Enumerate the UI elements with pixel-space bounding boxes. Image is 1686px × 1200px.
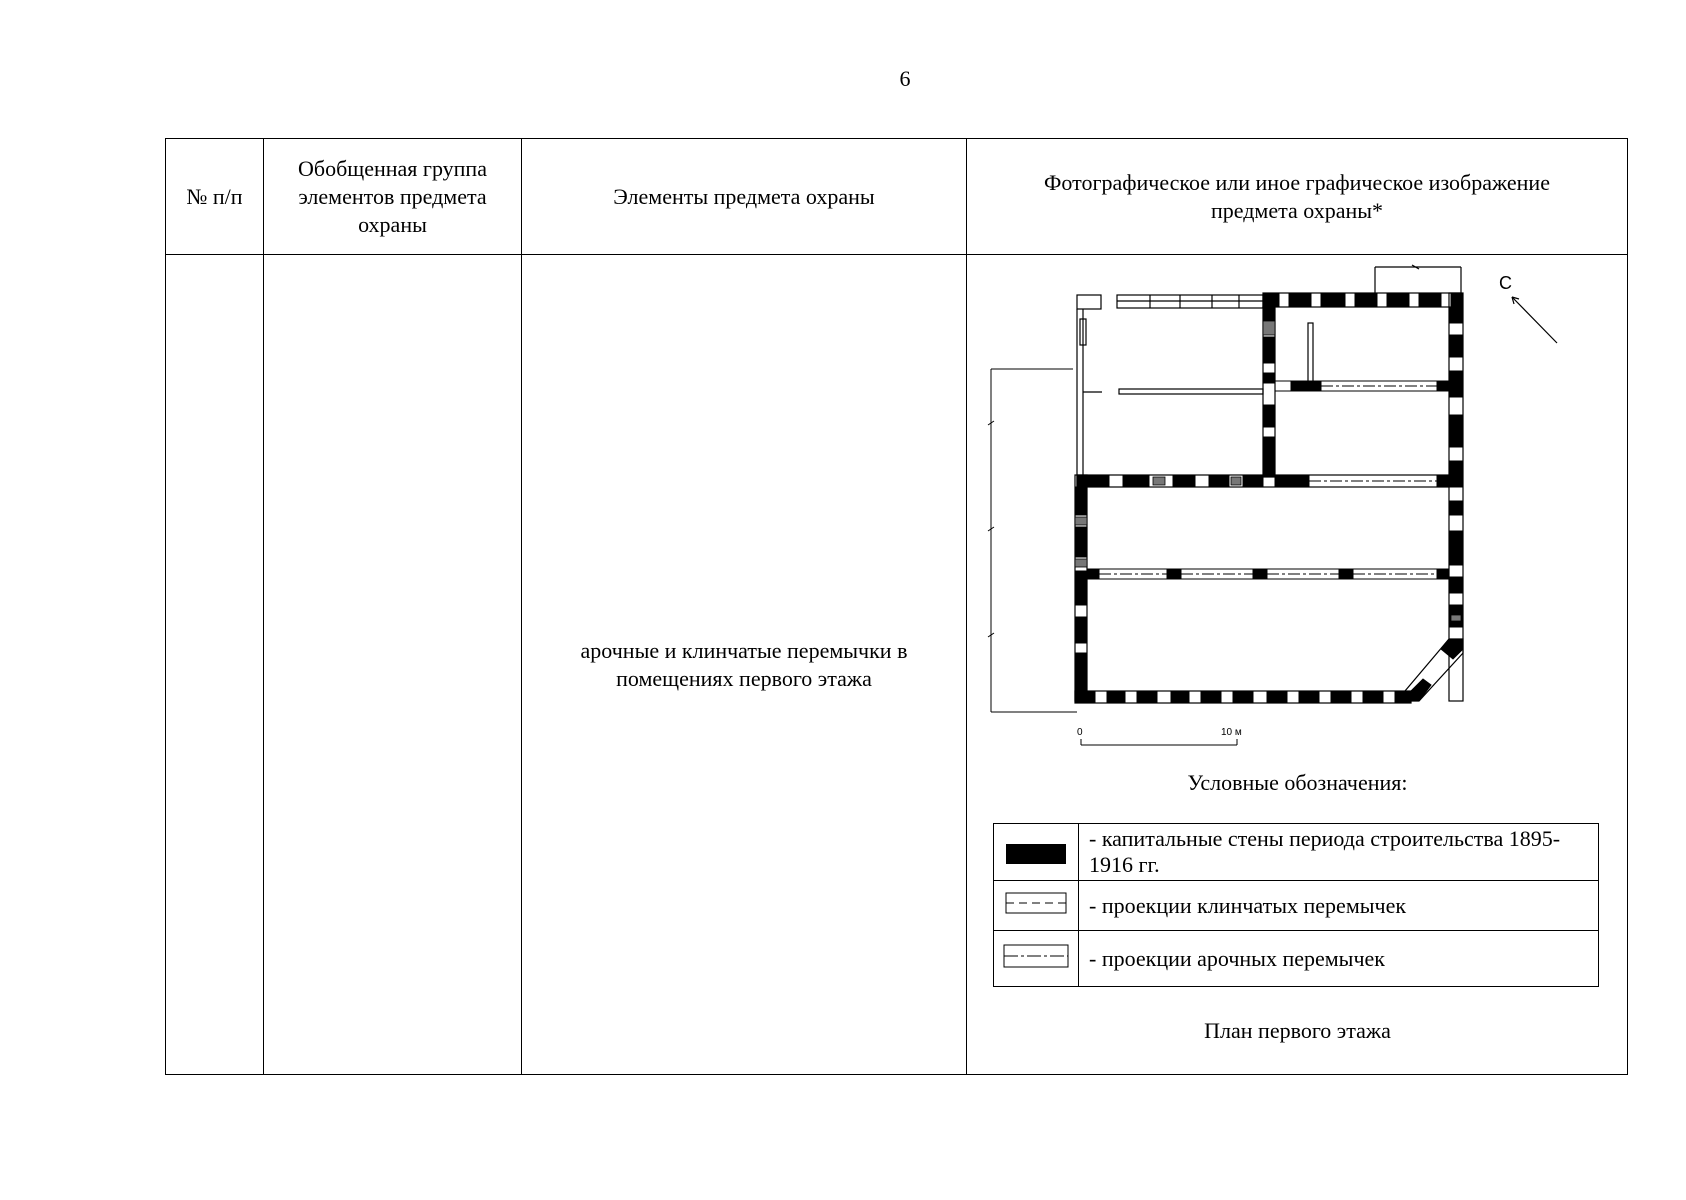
scale-start-label: 0 [1077, 727, 1083, 738]
elements-text: арочные и клинчатые перемычки в помещени… [580, 637, 908, 691]
legend-row: - капитальные стены периода строительств… [993, 823, 1599, 881]
scale-bar [1080, 739, 1238, 746]
header-group: Обобщенная группа элементов предмета охр… [263, 138, 522, 255]
plan-caption: План первого этажа [1204, 1018, 1391, 1043]
legend-text: - капитальные стены периода строительств… [1078, 823, 1599, 881]
legend-text: - проекции арочных перемычек [1078, 930, 1599, 987]
header-image: Фотографическое или иное графическое изо… [966, 138, 1628, 255]
header-elements: Элементы предмета охраны [521, 138, 967, 255]
hatched-fragments [1074, 320, 1462, 622]
capital-walls [1074, 292, 1464, 704]
scale-end-label: 10 м [1221, 727, 1242, 738]
cell-image: С [966, 254, 1628, 1075]
protection-subject-table: № п/п Обобщенная группа элементов предме… [165, 138, 1628, 1075]
legend-symbol-cell [993, 823, 1079, 881]
table-row: арочные и клинчатые перемычки в помещени… [165, 254, 1628, 1075]
page-number: 6 [899, 66, 911, 91]
legend-row: - проекции арочных перемычек [993, 930, 1599, 987]
north-arrow [1511, 296, 1558, 344]
floor-plan-figure: С [967, 255, 1628, 1075]
cell-group [263, 254, 522, 1075]
cell-number [165, 254, 264, 1075]
solid-wall-icon [1006, 843, 1066, 864]
floor-plan-drawing: С [987, 264, 1558, 746]
table-header-row: № п/п Обобщенная группа элементов предме… [165, 138, 1628, 255]
legend-symbol-cell [993, 880, 1079, 931]
header-number: № п/п [165, 138, 264, 255]
dashdot-lintel-icon [1003, 944, 1069, 967]
dimension-line-left [987, 368, 1077, 713]
dashed-lintel-icon [1005, 892, 1067, 913]
lintel-projections [1099, 385, 1437, 575]
legend-row: - проекции клинчатых перемычек [993, 880, 1599, 931]
legend-symbol-cell [993, 930, 1079, 987]
cell-elements: арочные и клинчатые перемычки в помещени… [521, 254, 967, 1075]
legend-text: - проекции клинчатых перемычек [1078, 880, 1599, 931]
north-label: С [1499, 273, 1512, 293]
legend-title: Условные обозначения: [1187, 770, 1408, 795]
legend-table: - капитальные стены периода строительств… [993, 823, 1599, 987]
